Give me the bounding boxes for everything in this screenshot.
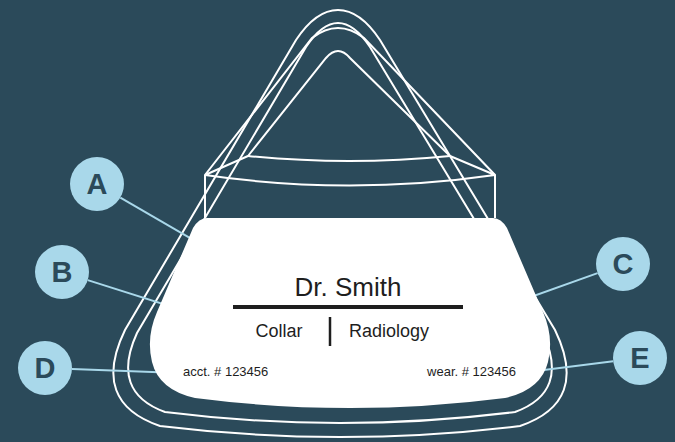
wearer-name: Dr. Smith xyxy=(295,273,402,303)
department: Radiology xyxy=(349,321,429,342)
badge-label: Dr. SmithCollar Radiology acct. # 123456 we… xyxy=(145,212,555,417)
clip-band-edge xyxy=(205,156,495,186)
label-fill xyxy=(150,218,550,408)
clip-window xyxy=(248,51,450,161)
callout-circle: B xyxy=(35,245,89,299)
callout-circle: D xyxy=(18,341,72,395)
field-divider xyxy=(329,317,332,346)
account-number: acct. # 123456 xyxy=(183,365,268,380)
badge-location: Collar xyxy=(255,321,302,342)
label-shape xyxy=(145,212,555,417)
callout-letter: A xyxy=(87,170,108,199)
badge-inner-outline xyxy=(128,23,552,423)
callout-circle: C xyxy=(596,237,650,291)
badge-outer-outline xyxy=(113,10,566,437)
callout-circle: E xyxy=(613,331,667,385)
callout-circle: A xyxy=(70,157,124,211)
callout-letter: D xyxy=(35,354,56,383)
callout-letter: B xyxy=(52,258,73,287)
callout-letter: C xyxy=(613,250,634,279)
name-rule xyxy=(233,305,463,309)
callout-letter: E xyxy=(630,344,649,373)
clip-band-outline xyxy=(205,28,495,218)
wear-number: wear. # 123456 xyxy=(427,365,516,380)
